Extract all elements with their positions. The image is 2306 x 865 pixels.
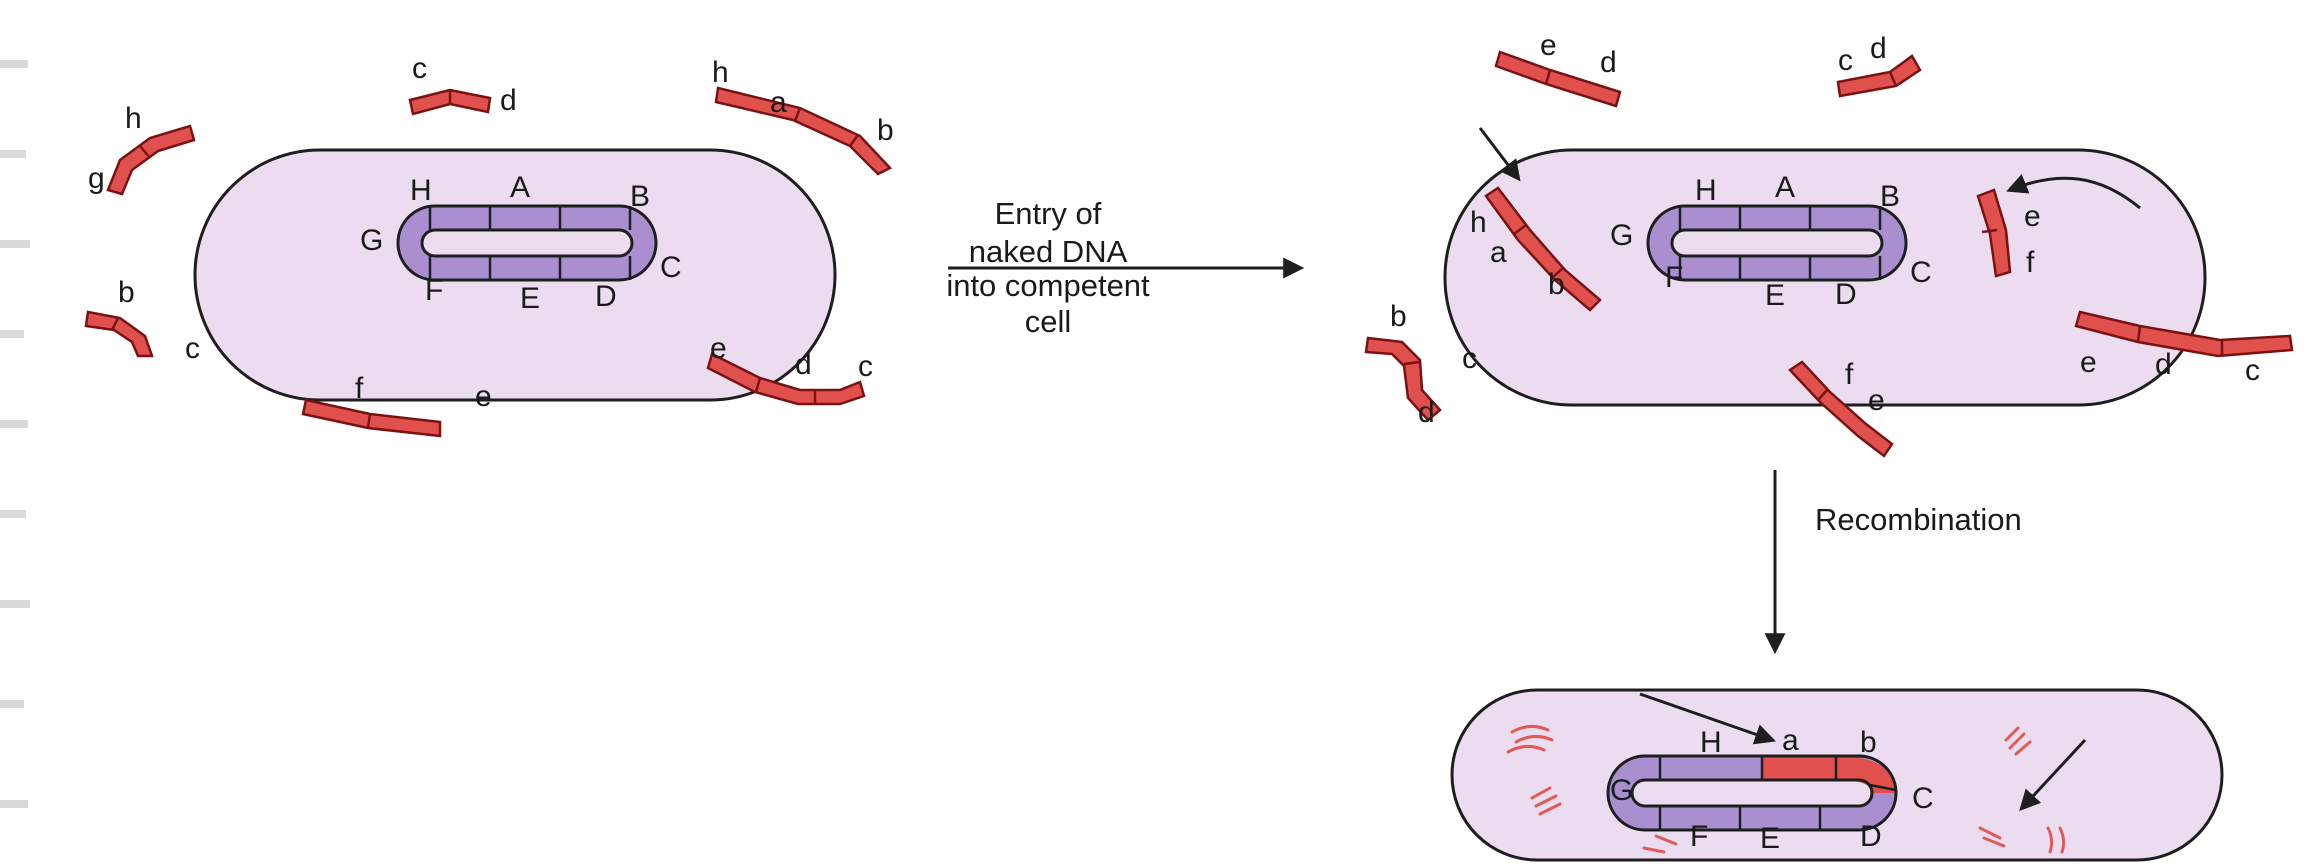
svg-text:c: c [412,52,427,85]
svg-text:h: h [1470,206,1487,239]
gene-label: E [520,282,540,315]
svg-text:c: c [858,350,873,383]
dna-fragment: c d [408,52,517,117]
internalized-dna-fragment: h a b [1470,186,1602,312]
gene-label: F [1690,820,1708,853]
dna-fragment: b c d [1364,300,1477,429]
svg-text:d: d [1600,46,1617,79]
recombinant-chromosome [1606,754,1898,832]
svg-text:h: h [125,102,142,135]
dna-fragment: e d [1494,29,1622,108]
svg-text:b: b [1390,300,1407,333]
svg-text:f: f [2026,246,2035,279]
gene-label: G [1610,774,1633,807]
gene-label: C [1912,782,1934,815]
gene-label: B [630,180,650,213]
gene-label: G [1610,219,1633,252]
gene-label: H [410,174,432,207]
panel-1-dna-fragments: c d h a b h g b c f [84,52,894,438]
panel-1-recipient-cell: H A B C D E F G [193,148,837,402]
scan-edge-marks [0,60,30,808]
svg-text:e: e [1868,384,1885,417]
svg-text:b: b [877,114,894,147]
svg-text:g: g [88,162,105,195]
step-recombination: Recombination [1764,470,2022,655]
dna-fragment: b c [84,276,200,365]
svg-text:e: e [2080,346,2097,379]
gene-label: b [1860,726,1877,759]
panel-3-transformed-cell: H a b C D E F G [1450,688,2224,862]
dna-fragment: h a b [712,56,894,176]
svg-text:c: c [1838,44,1853,77]
gene-label: A [510,171,530,204]
entry-caption-line-2: naked DNA [969,234,1128,269]
dna-fragment: e d c [2074,310,2294,387]
svg-text:d: d [795,348,812,381]
svg-text:a: a [770,86,787,119]
svg-text:b: b [118,276,135,309]
svg-text:d: d [1418,396,1435,429]
svg-text:d: d [1870,32,1887,65]
svg-text:e: e [475,380,492,413]
gene-label: H [1700,726,1722,759]
gene-label: E [1760,822,1780,855]
gene-label: G [360,224,383,257]
dna-fragment: e d c [706,332,873,406]
svg-text:e: e [2024,200,2041,233]
svg-text:h: h [712,56,729,89]
chromosome [396,204,658,282]
svg-text:a: a [1490,236,1507,269]
dna-fragment: c d [1836,32,1922,98]
recombination-caption: Recombination [1815,502,2022,537]
integration-arrow-right [2019,738,2087,812]
gene-label: B [1880,180,1900,213]
svg-text:e: e [1540,29,1557,62]
gene-label: D [1860,820,1882,853]
dna-fragment: h g [88,102,196,196]
gene-label: D [1835,278,1857,311]
entry-arrow-left [1478,127,1521,182]
gene-label: a [1782,724,1799,757]
gene-label: F [425,274,443,307]
svg-text:c: c [2245,354,2260,387]
svg-text:f: f [355,372,364,405]
svg-text:e: e [710,332,727,365]
entry-arrow-right [2006,174,2141,210]
entry-caption-line-4: cell [1025,304,1072,339]
svg-text:d: d [500,84,517,117]
integration-arrow-left [1639,692,1776,745]
degraded-dna-fragments [1506,725,2066,854]
svg-text:b: b [1548,268,1565,301]
gene-label: D [595,280,617,313]
dna-fragment: f e [301,372,492,438]
chromosome [1646,204,1908,282]
dna-fragment: f e [1788,358,1894,458]
panel-2-competent-cell: H A B C D E F G h a b e f [1443,127,2207,407]
gene-label: H [1695,174,1717,207]
svg-text:c: c [1462,342,1477,375]
svg-text:f: f [1845,358,1854,391]
entry-caption-line-3: into competent [946,268,1150,303]
entry-caption-line-1: Entry of [995,196,1102,231]
internalized-dna-fragment: e f [1976,188,2041,279]
svg-text:d: d [2155,348,2172,381]
gene-label: C [660,251,682,284]
gene-label: F [1665,261,1683,294]
panel-2-dna-fragments: e d c d b c d f e e d c [1364,29,2294,458]
step-entry: Entry of naked DNA into competent cell [946,196,1305,339]
gene-label: E [1765,279,1785,312]
gene-label: A [1775,171,1795,204]
gene-label: C [1910,256,1932,289]
svg-text:c: c [185,332,200,365]
